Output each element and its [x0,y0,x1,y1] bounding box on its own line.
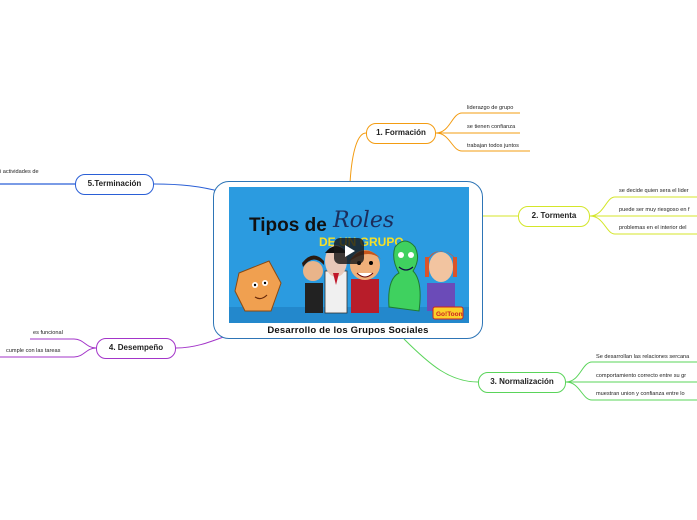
branch-normalizacion[interactable]: 3. Normalización [478,372,566,393]
leaf-normalizacion-2[interactable]: comportamiento correcto entre su gr [596,373,687,379]
leaf-formacion-2[interactable]: se tienen confianza [467,124,516,130]
branch-formacion[interactable]: 1. Formación [366,123,436,144]
leaf-desempeno-2[interactable]: cumple con las tareas [6,348,61,354]
dark-hair-character [302,255,324,313]
leaf-tormenta-2[interactable]: puede ser muy riesgoso en f [619,207,690,213]
play-icon[interactable] [334,238,364,264]
leaf-tormenta-1[interactable]: se decide quien sera el lider [619,188,689,194]
branch-tormenta[interactable]: 2. Tormenta [518,206,590,227]
branch-terminacion[interactable]: 5.Terminación [75,174,154,195]
leaf-desempeno-1[interactable]: es funcional [33,330,63,336]
thumb-roles-text: Roles [332,208,394,233]
red-jacket-character [349,250,381,313]
green-character [388,240,421,312]
badge-text: Go!Toon [436,311,463,318]
video-thumbnail[interactable]: Tipos de Roles DE UN GRUPO [229,187,469,323]
central-topic-title: Desarrollo de los Grupos Sociales [267,325,429,336]
cartoon-illustration: Tipos de Roles DE UN GRUPO [229,187,469,323]
gotoon-badge: Go!Toon [432,306,464,320]
red-hair-character [425,251,457,311]
leaf-tormenta-3[interactable]: problemas en el interior del [619,225,687,231]
leaf-terminacion-1[interactable]: i actividades de [0,169,39,175]
thumb-tipos-text: Tipos de [249,215,327,236]
central-topic[interactable]: Tipos de Roles DE UN GRUPO [213,181,483,339]
branch-desempeno[interactable]: 4. Desempeño [96,338,176,359]
orange-character [234,260,282,312]
leaf-normalizacion-3[interactable]: muestran union y confianza entre lo [596,391,685,397]
leaf-formacion-1[interactable]: liderazgo de grupo [467,105,514,111]
leaf-formacion-3[interactable]: trabajan todos juntos [467,143,519,149]
leaf-normalizacion-1[interactable]: Se desarrollan las relaciones sercana [596,354,690,360]
